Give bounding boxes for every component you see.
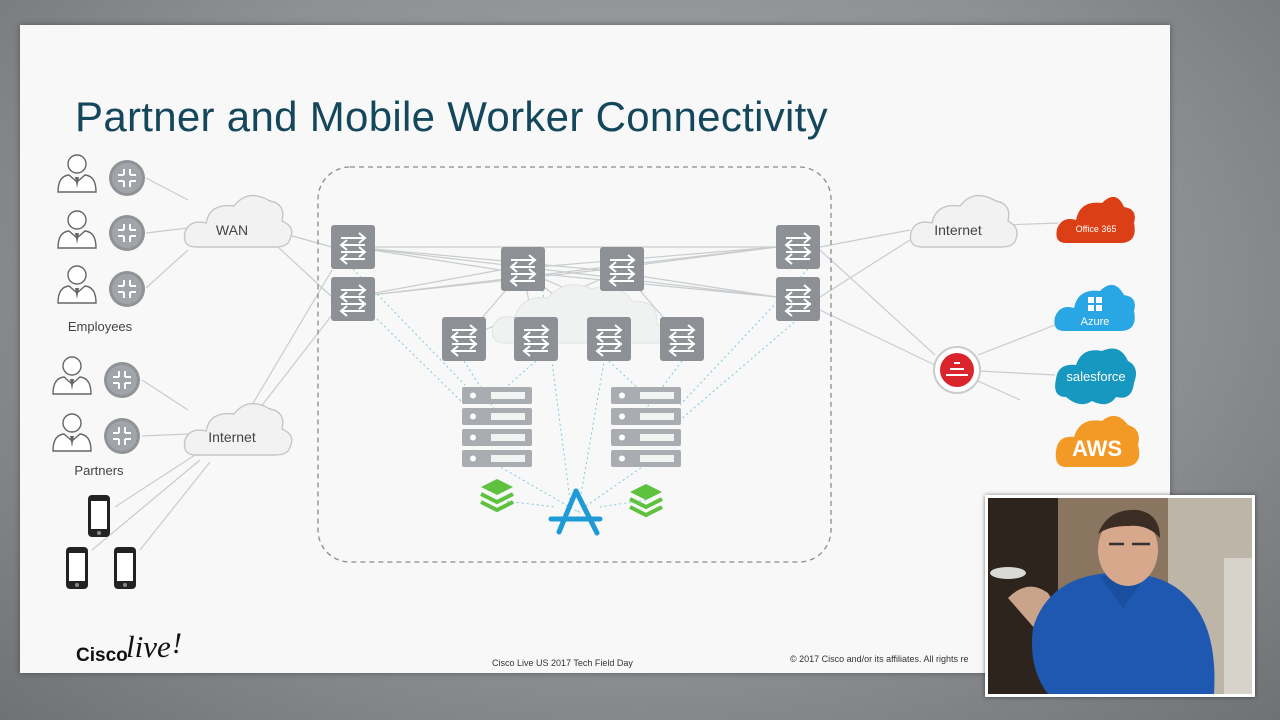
- employee-users: [57, 154, 97, 304]
- user-icon: [57, 265, 97, 304]
- partners-label: Partners: [74, 463, 124, 478]
- app-store-icon: [548, 488, 603, 536]
- office365-label: Office 365: [1076, 224, 1117, 234]
- partner-users: [52, 356, 92, 452]
- switch-icon: [441, 316, 487, 362]
- firewall-icon: [933, 346, 981, 394]
- salesforce-label: salesforce: [1066, 369, 1125, 384]
- layers-icon: [628, 482, 664, 517]
- router-icon: [108, 159, 146, 197]
- router-icon: [103, 417, 141, 455]
- server-stack-icon: [611, 387, 681, 467]
- wan-cloud-icon: [183, 194, 293, 248]
- aws-icon: [1055, 415, 1140, 467]
- layers-icon: [479, 477, 515, 512]
- switch-icon: [775, 276, 821, 322]
- internet-cloud-icon: [909, 194, 1018, 248]
- smartphone-icon: [66, 547, 88, 589]
- user-icon: [57, 210, 97, 249]
- presenter-video: [985, 495, 1255, 697]
- footer-event: Cisco Live US 2017 Tech Field Day: [492, 658, 633, 668]
- footer-copyright: © 2017 Cisco and/or its affiliates. All …: [790, 654, 969, 664]
- switch-icon: [659, 316, 705, 362]
- datacenter-boundary: [317, 166, 832, 563]
- employees-label: Employees: [68, 319, 133, 334]
- server-stack-icon: [462, 387, 532, 467]
- partner-routers: [103, 361, 141, 455]
- router-icon: [108, 214, 146, 252]
- office365-icon: [1056, 196, 1135, 243]
- salesforce-icon: [1055, 348, 1136, 405]
- user-icon: [52, 413, 92, 452]
- connection-lines: [91, 177, 1059, 551]
- cisco-live-logo: Cisco live !: [76, 625, 196, 669]
- internet-left-label: Internet: [208, 429, 256, 445]
- switch-icon: [775, 224, 821, 270]
- switch-icon: [586, 316, 632, 362]
- slide: Partner and Mobile Worker Connectivity: [20, 25, 1170, 673]
- smartphone-icon: [114, 547, 136, 589]
- router-icon: [103, 361, 141, 399]
- switch-icon: [330, 276, 376, 322]
- slide-title: Partner and Mobile Worker Connectivity: [75, 93, 828, 140]
- switch-icon: [500, 246, 546, 292]
- logo-event: live: [126, 629, 171, 664]
- user-icon: [57, 154, 97, 193]
- network-diagram: Employees Partners WAN Internet In: [52, 154, 1140, 589]
- router-icon: [108, 270, 146, 308]
- presenter-image: [988, 498, 1252, 694]
- azure-label: Azure: [1081, 316, 1110, 328]
- user-icon: [52, 356, 92, 395]
- wan-label: WAN: [216, 222, 248, 238]
- switch-icon: [513, 316, 559, 362]
- smartphone-icon: [88, 495, 110, 537]
- switch-icon: [599, 246, 645, 292]
- azure-icon: [1054, 284, 1135, 331]
- switch-icon: [330, 224, 376, 270]
- logo-mark: !: [172, 627, 182, 660]
- internet-cloud-icon: [183, 402, 293, 456]
- logo-brand: Cisco: [76, 645, 128, 666]
- aws-label: AWS: [1072, 436, 1122, 461]
- employee-routers: [108, 159, 146, 308]
- internet-right-label: Internet: [934, 222, 982, 238]
